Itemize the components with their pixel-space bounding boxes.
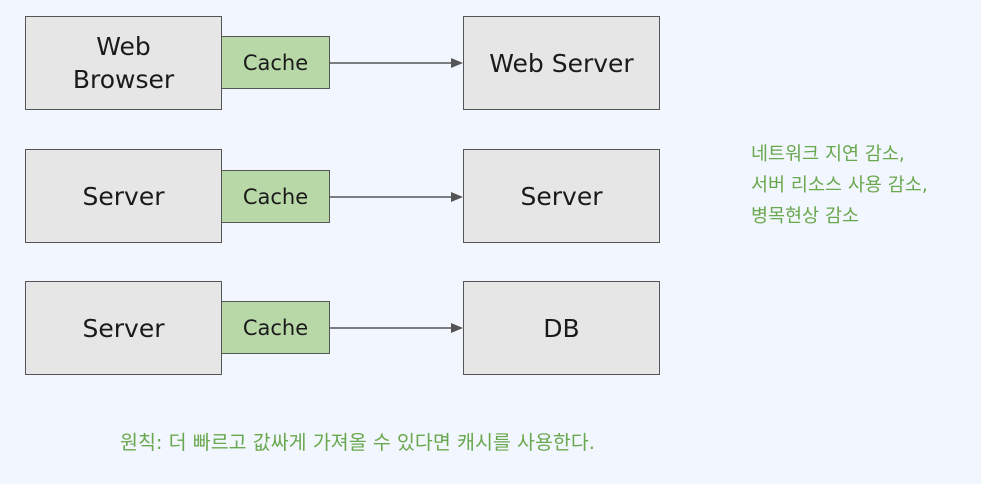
- cache-label: Cache: [242, 315, 309, 340]
- principle-text: 원칙: 더 빠르고 값싸게 가져올 수 있다면 캐시를 사용한다.: [120, 431, 595, 454]
- cache-box-server: Cache: [221, 170, 330, 223]
- arrow-row-1: [330, 58, 463, 68]
- target-box-server: Server: [463, 149, 660, 243]
- source-label: Server: [82, 313, 165, 343]
- benefits-note: 네트워크 지연 감소, 서버 리소스 사용 감소, 병목현상 감소: [751, 139, 976, 232]
- target-box-web-server: Web Server: [463, 16, 660, 110]
- target-label: Web Server: [489, 48, 634, 78]
- target-label: Server: [520, 181, 603, 211]
- source-label-line-1: Web: [96, 32, 151, 61]
- arrow-row-2: [330, 192, 463, 202]
- benefit-line-2: 서버 리소스 사용 감소,: [751, 175, 928, 196]
- target-box-db: DB: [463, 281, 660, 375]
- source-box-web-browser: Web Browser: [25, 16, 222, 110]
- cache-box-db: Cache: [221, 301, 330, 354]
- cache-label: Cache: [242, 184, 309, 209]
- cache-label: Cache: [242, 50, 309, 75]
- target-label: DB: [543, 313, 580, 343]
- arrow-row-3: [330, 323, 463, 333]
- cache-box-browser: Cache: [221, 36, 330, 89]
- source-box-server: Server: [25, 149, 222, 243]
- source-label: Server: [82, 181, 165, 211]
- source-label-line-2: Browser: [72, 65, 175, 94]
- benefit-line-3: 병목현상 감소: [751, 206, 860, 227]
- benefit-line-1: 네트워크 지연 감소,: [751, 144, 905, 165]
